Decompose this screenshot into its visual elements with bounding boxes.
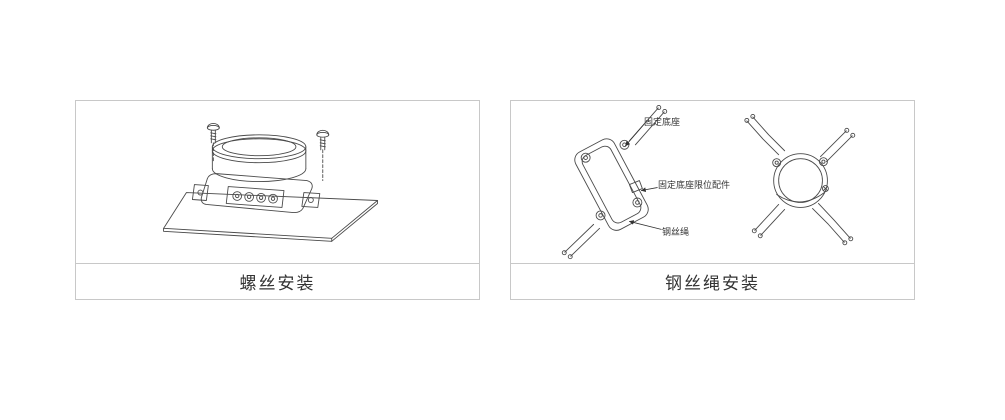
- wire-rope-illustration-area: 固定底座 固定底座限位配件 钢丝绳: [511, 101, 914, 263]
- caption-bar-screw-installation: 螺丝安装: [76, 263, 479, 299]
- screw-installation-illustration-area: [76, 101, 479, 263]
- round-device-assembly: [744, 113, 856, 246]
- caption-screw-installation: 螺丝安装: [239, 274, 316, 294]
- label-limit-accessory: 固定底座限位配件: [658, 180, 731, 190]
- wire-rope-illustration: [561, 105, 856, 260]
- leader-wire-rope: [629, 220, 662, 230]
- caption-wire-rope-installation: 钢丝绳安装: [665, 274, 760, 294]
- leader-fixed-base: [625, 123, 645, 147]
- leader-limit-accessory: [640, 187, 658, 193]
- label-wire-rope: 钢丝绳: [662, 227, 690, 237]
- panel-screw-installation: 螺丝安装: [75, 100, 480, 300]
- label-fixed-base: 固定底座: [644, 117, 681, 127]
- panel-wire-rope-installation: 固定底座 固定底座限位配件 钢丝绳 钢丝绳安装: [510, 100, 915, 300]
- fixed-base-frame: [561, 105, 668, 260]
- caption-bar-wire-rope-installation: 钢丝绳安装: [511, 263, 914, 299]
- leader-arrows: [625, 123, 662, 230]
- screw-right: [316, 129, 330, 182]
- mounting-plate: [163, 192, 378, 242]
- device-base: [191, 134, 321, 214]
- screw-left: [206, 122, 220, 164]
- screw-installation-illustration: [163, 122, 378, 242]
